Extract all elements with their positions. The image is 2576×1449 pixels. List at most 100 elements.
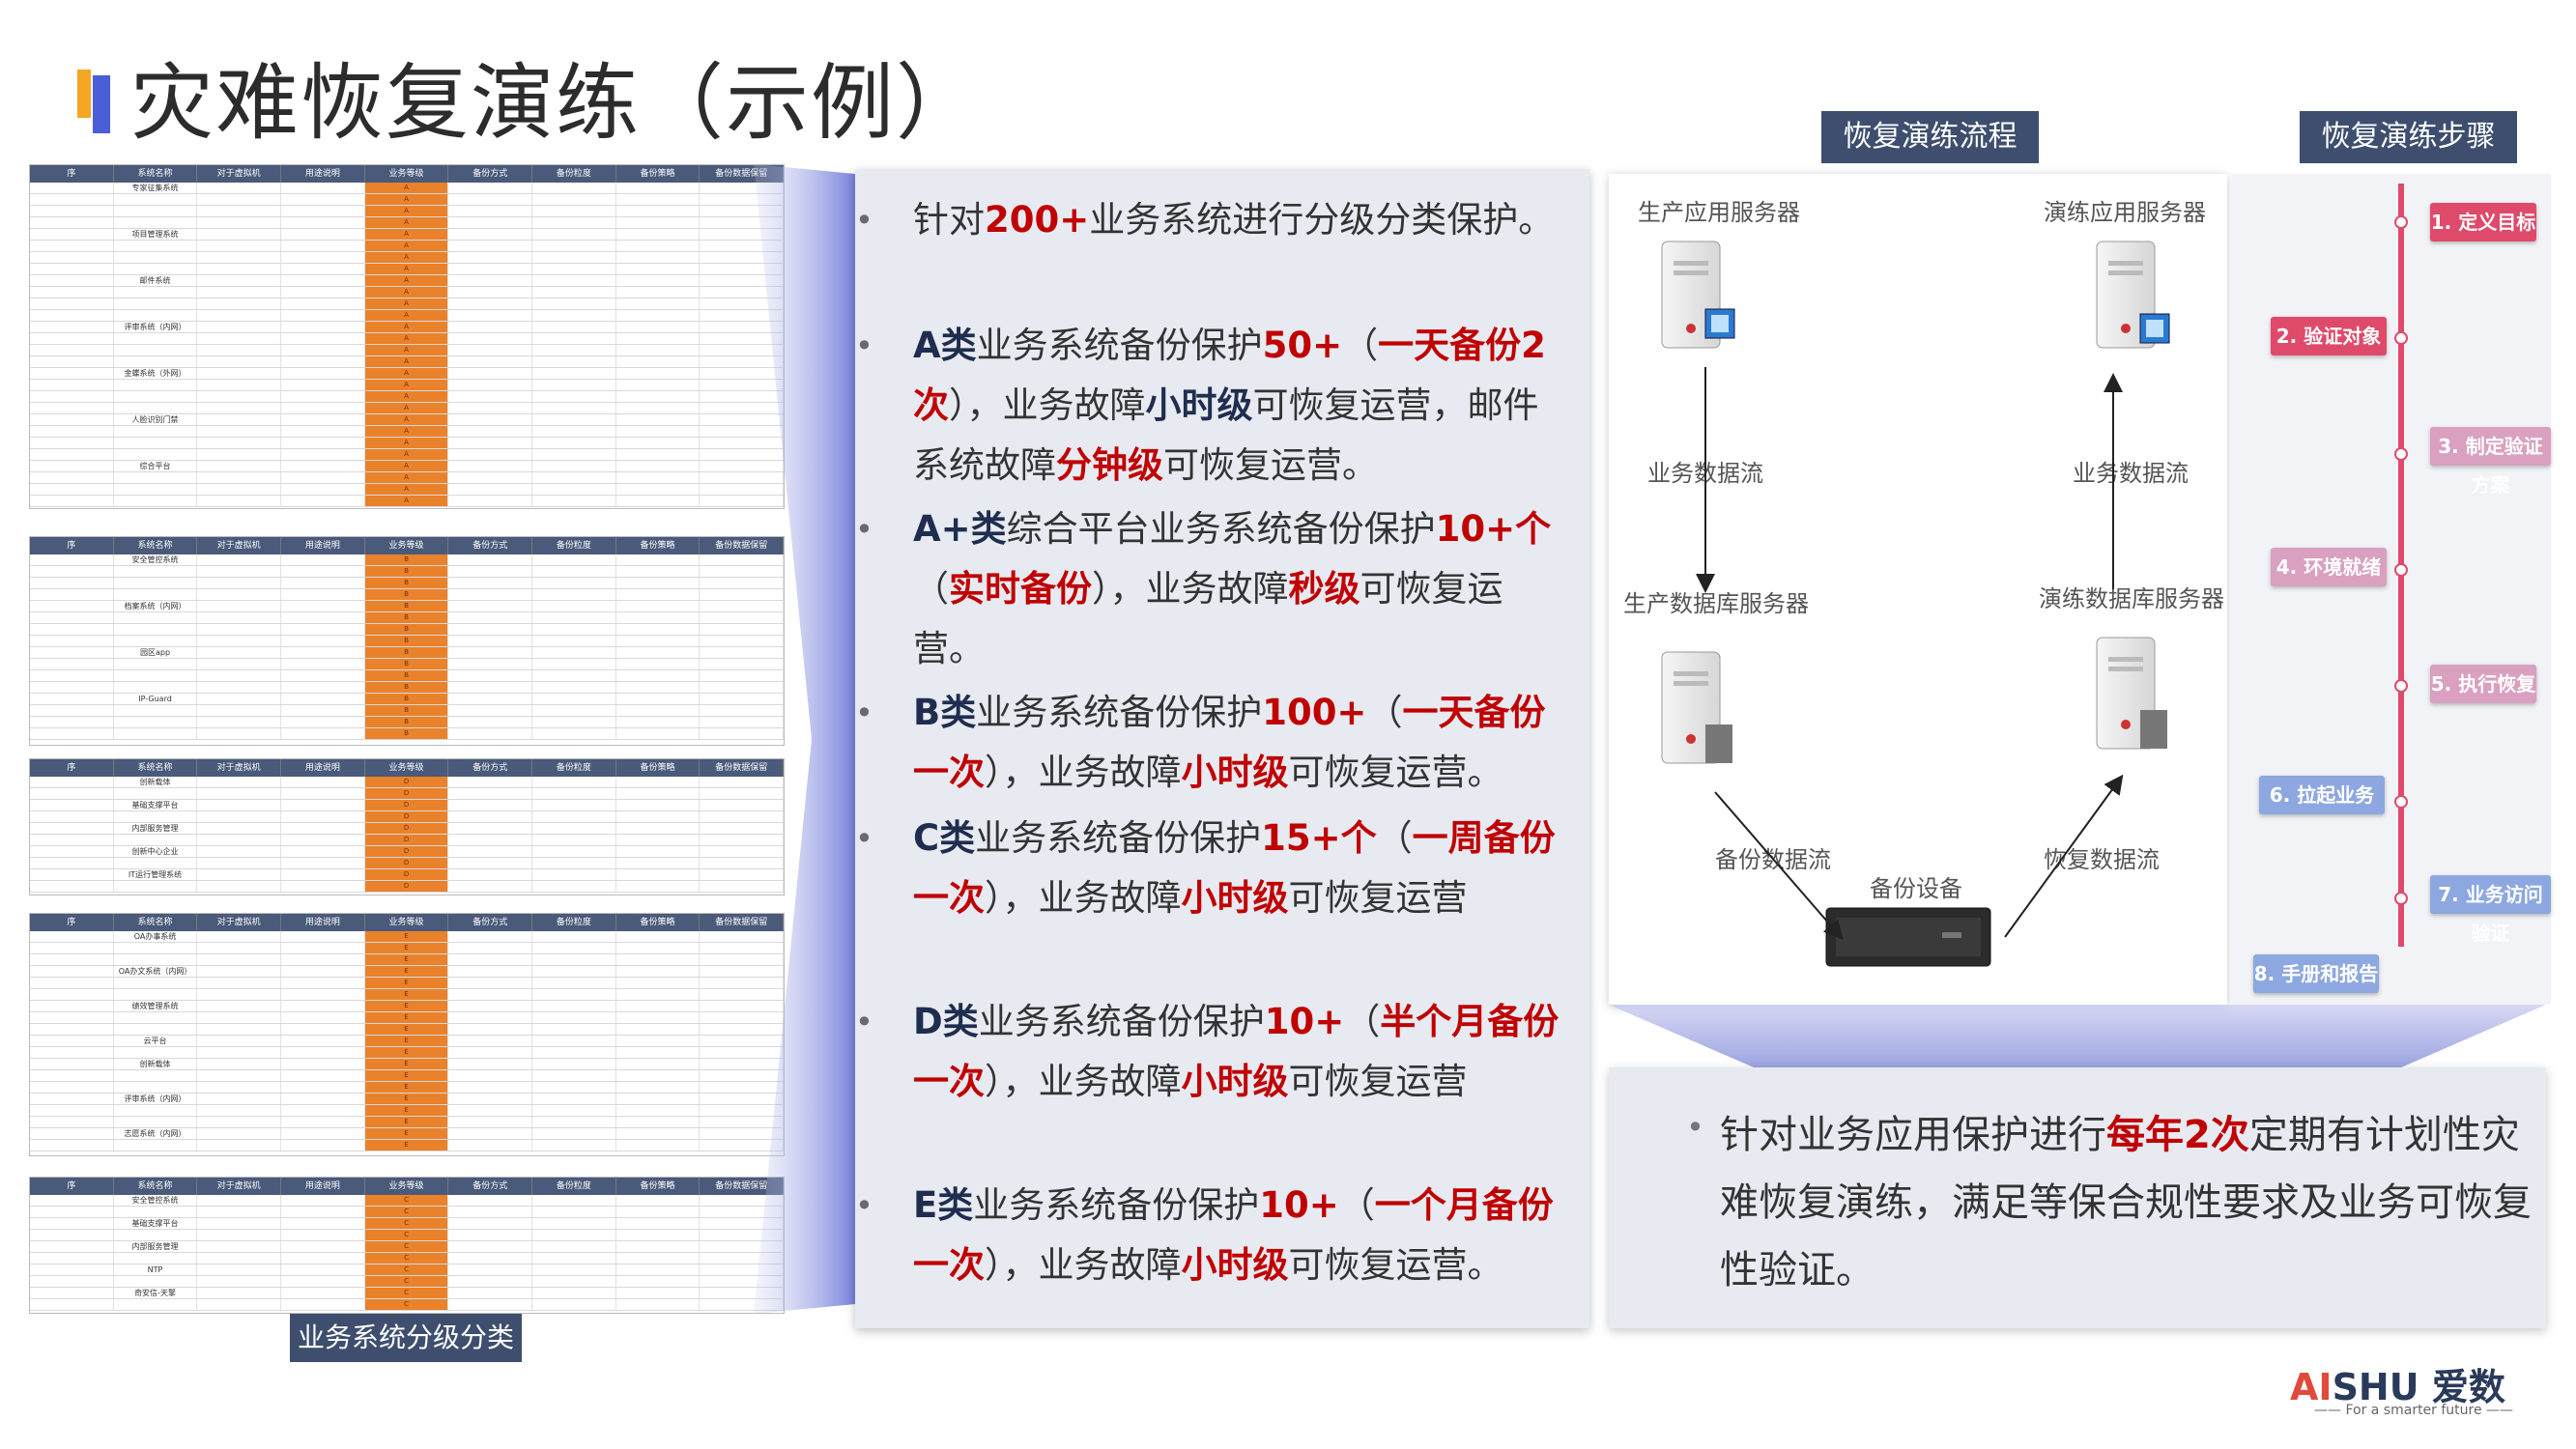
- sheet-cell: [281, 835, 365, 845]
- classification-sheet: 序系统名称对于虚拟机用途说明业务等级备份方式备份粒度备份策略备份数据保留专家征集…: [29, 164, 785, 509]
- sheet-cell: [448, 989, 533, 1000]
- sheet-row: 档案系统（内网）B: [30, 601, 784, 612]
- sheet-cell: [616, 1218, 701, 1229]
- sheet-cell: [281, 426, 365, 437]
- sheet-level-cell: A: [364, 287, 449, 298]
- sheet-cell: [532, 1299, 616, 1310]
- backup-device-label: 备份设备: [1870, 875, 1962, 902]
- sheet-cell: [448, 217, 533, 228]
- summary-chevron: [1609, 1005, 2546, 1067]
- sheet-cell: [616, 183, 701, 193]
- sheet-cell: [448, 1047, 533, 1058]
- sheet-cell: [448, 554, 533, 565]
- sheet-level-cell: C: [364, 1241, 449, 1252]
- sheet-cell: [448, 811, 533, 822]
- sheet-row: A: [30, 472, 784, 484]
- sheet-system-name: 综合平台: [114, 461, 198, 471]
- sheet-cell: [30, 823, 114, 834]
- sheet-cell: [30, 287, 114, 298]
- step-6: 6. 拉起业务: [2259, 776, 2385, 814]
- sheet-cell: [616, 705, 701, 716]
- sheet-cell: [30, 1288, 114, 1298]
- sheet-cell: [448, 800, 533, 810]
- sheet-cell: [616, 943, 701, 953]
- sheet-cell: [197, 989, 282, 1000]
- sheet-cell: [532, 403, 616, 413]
- sheet-row: A: [30, 391, 784, 403]
- sheet-level-cell: B: [364, 612, 449, 623]
- classification-sheet: 序系统名称对于虚拟机用途说明业务等级备份方式备份粒度备份策略备份数据保留创新载体…: [29, 758, 785, 895]
- sheet-system-name: [114, 356, 198, 367]
- sheet-cell: [30, 554, 114, 565]
- sheet-header-cell: 用途说明: [281, 759, 365, 777]
- sheet-system-name: [114, 1299, 198, 1310]
- bullet-text-part: ），业务故障: [985, 752, 1182, 793]
- sheet-cell: [700, 943, 784, 953]
- sheet-cell: [197, 183, 282, 193]
- sheet-cell: [197, 1001, 282, 1011]
- sheet-header-cell: 备份策略: [616, 1178, 701, 1195]
- sheet-cell: [616, 578, 701, 588]
- bullet-text-part: 一周备份一次: [913, 817, 1556, 919]
- sheet-row: C: [30, 1207, 784, 1218]
- bullet-text-part: 小时级: [1145, 384, 1253, 426]
- sheet-level-cell: B: [364, 682, 449, 693]
- sheet-cell: [197, 636, 282, 646]
- summary-highlight: 每年2次: [2106, 1113, 2249, 1157]
- sheet-cell: [30, 1276, 114, 1287]
- sheet-cell: [30, 1195, 114, 1206]
- sheet-cell: [616, 777, 701, 787]
- bullet-text-part: 10+: [1259, 1184, 1339, 1226]
- sheet-cell: [197, 800, 282, 810]
- sheet-cell: [197, 287, 282, 298]
- sheet-system-name: [114, 298, 198, 309]
- sheet-cell: [532, 1001, 616, 1011]
- sheet-cell: [281, 1218, 365, 1229]
- sheet-cell: [197, 601, 282, 611]
- sheet-cell: [197, 554, 282, 565]
- sheet-system-name: [114, 717, 198, 727]
- sheet-cell: [700, 472, 784, 483]
- sheet-level-cell: E: [364, 1047, 449, 1058]
- sheet-cell: [30, 252, 114, 263]
- sheet-cell: [532, 647, 616, 658]
- sheet-row: A: [30, 241, 784, 252]
- sheet-system-name: [114, 1117, 198, 1127]
- sheet-cell: [532, 1276, 616, 1287]
- sheet-cell: [616, 368, 701, 379]
- sheet-header-row: 序系统名称对于虚拟机用途说明业务等级备份方式备份粒度备份策略备份数据保留: [30, 537, 784, 554]
- sheet-cell: [448, 943, 533, 953]
- sheet-row: B: [30, 728, 784, 740]
- sheet-level-cell: A: [364, 391, 449, 402]
- sheet-cell: [448, 298, 533, 309]
- bullet-item: C类业务系统备份保护15+个（一周备份一次），业务故障小时级可恢复运营: [855, 809, 1570, 928]
- sheet-cell: [197, 449, 282, 460]
- sheet-cell: [616, 264, 701, 274]
- bullet-item: A+类综合平台业务系统备份保护10+个（实时备份），业务故障秒级可恢复运营。: [855, 499, 1570, 679]
- bullet-text-part: （: [1366, 692, 1403, 733]
- sheet-row: A: [30, 449, 784, 461]
- sheet-cell: [700, 717, 784, 727]
- sheet-system-name: [114, 345, 198, 355]
- sheet-cell: [30, 682, 114, 693]
- sheet-cell: [30, 566, 114, 577]
- sheet-cell: [30, 414, 114, 425]
- sheet-cell: [197, 1288, 282, 1298]
- sheet-cell: [448, 264, 533, 274]
- backup-device-icon: [1825, 907, 1991, 967]
- sheet-cell: [448, 777, 533, 787]
- sheet-cell: [616, 1036, 701, 1046]
- sheet-cell: [197, 241, 282, 251]
- sheet-cell: [197, 368, 282, 379]
- sheet-header-cell: 序: [30, 537, 114, 554]
- sheet-level-cell: E: [364, 1105, 449, 1116]
- sheet-row: D: [30, 881, 784, 893]
- sheet-cell: [700, 800, 784, 810]
- sheet-cell: [616, 298, 701, 309]
- prod-app-server-icon: [1661, 241, 1735, 349]
- sheet-level-cell: A: [364, 461, 449, 471]
- sheet-cell: [30, 728, 114, 739]
- sheet-level-cell: E: [364, 1024, 449, 1035]
